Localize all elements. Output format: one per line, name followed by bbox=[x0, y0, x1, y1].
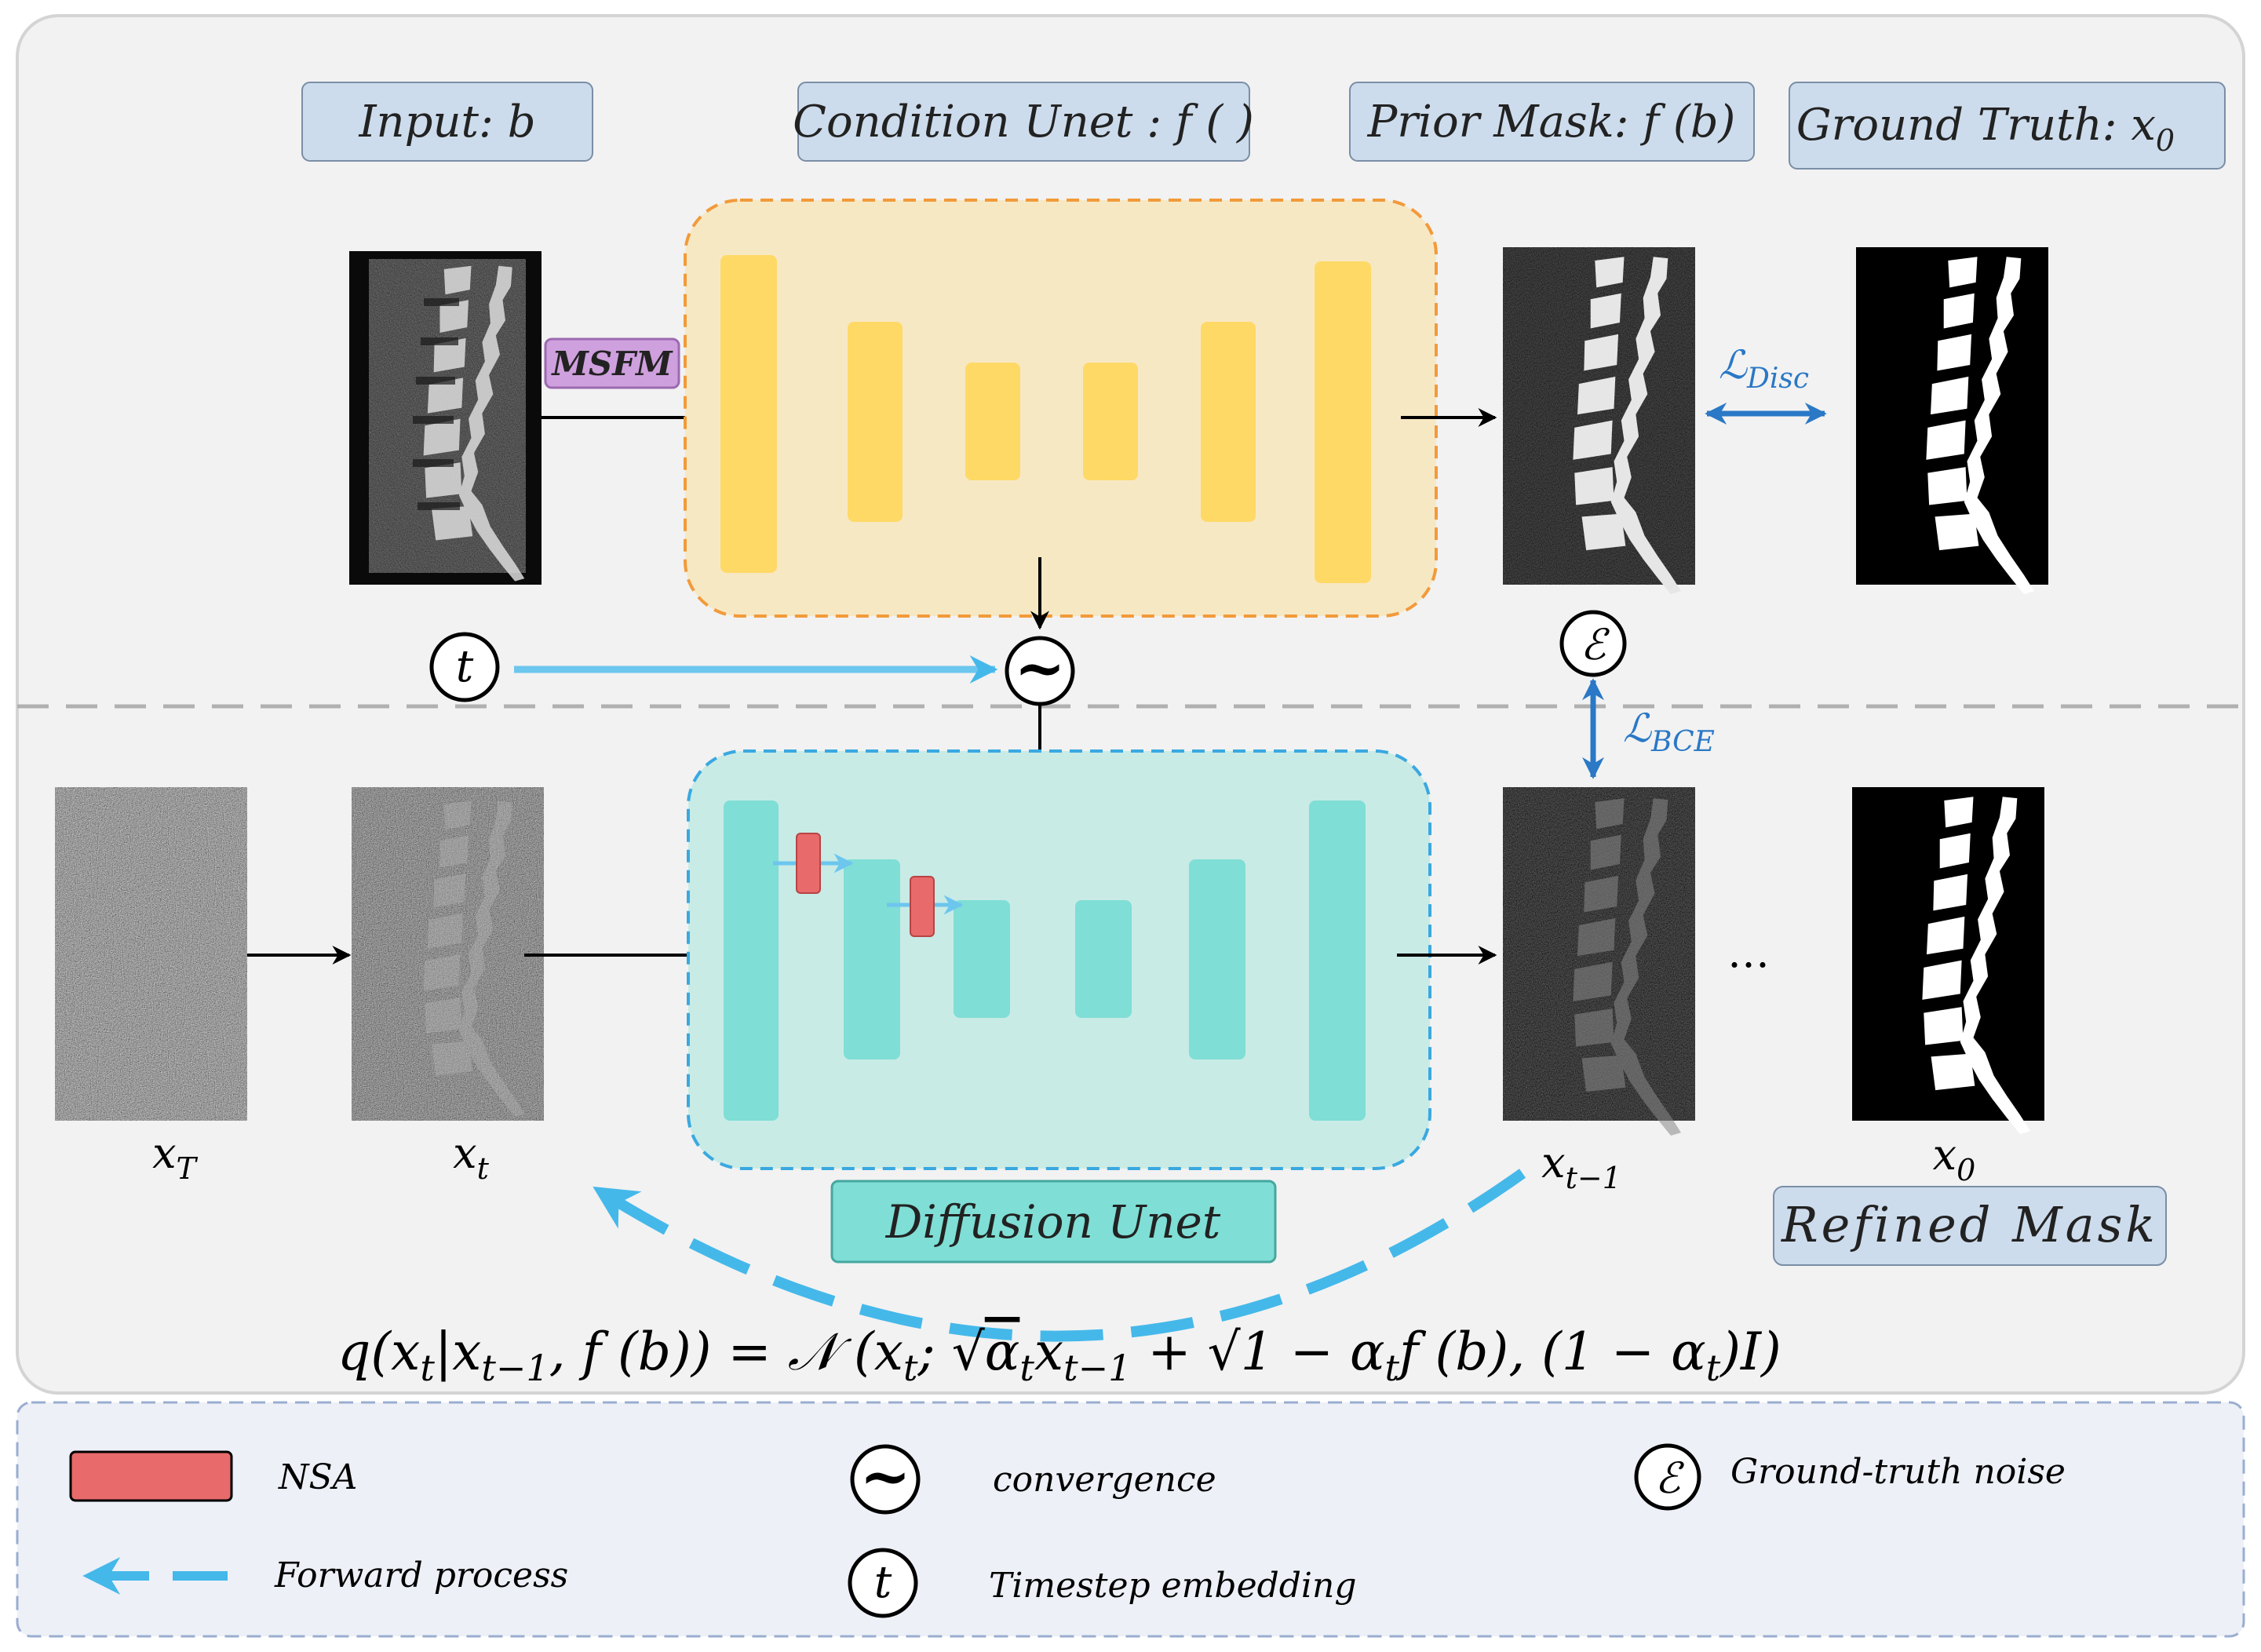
diffusion-unet-label-box bbox=[830, 1180, 1277, 1264]
cond-block-6 bbox=[1315, 261, 1371, 583]
legend-noise-icon bbox=[1634, 1443, 1701, 1511]
timestep-icon bbox=[429, 632, 500, 702]
condition-unet-label: Condition Unet : f ( ) bbox=[793, 97, 1254, 148]
xt-noisy-image bbox=[352, 787, 544, 1121]
cond-block-4 bbox=[1083, 363, 1138, 480]
bce-loss-label: ℒBCE bbox=[1623, 706, 1715, 758]
forward-process-arrow bbox=[593, 1169, 1526, 1342]
ground-truth-label-box bbox=[1789, 82, 2226, 170]
convergence-symbol: ~ bbox=[1014, 633, 1065, 704]
xt-label: xt bbox=[453, 1129, 489, 1186]
ground-truth-label: Ground Truth: x0 bbox=[1796, 100, 2175, 158]
input-mri-image bbox=[349, 251, 542, 585]
refined-mask-label-box bbox=[1773, 1186, 2167, 1266]
cond-block-1 bbox=[720, 255, 777, 573]
xt1-label: xt−1 bbox=[1541, 1138, 1621, 1195]
prior-mask-label-box bbox=[1349, 82, 1755, 162]
prior-mask-image bbox=[1503, 247, 1695, 594]
diff-block-6 bbox=[1309, 800, 1366, 1121]
cond-block-3 bbox=[965, 363, 1020, 480]
ellipsis: … bbox=[1727, 928, 1770, 977]
condition-unet-blocks bbox=[720, 255, 1371, 583]
condition-unet-label-box bbox=[797, 82, 1250, 162]
xT-label: xT bbox=[152, 1129, 198, 1186]
disc-loss-label: ℒDisc bbox=[1719, 342, 1809, 395]
ground-truth-image bbox=[1856, 247, 2048, 594]
legend-timestep-icon bbox=[848, 1548, 918, 1618]
diff-block-3 bbox=[954, 900, 1010, 1018]
refined-mask-image bbox=[1852, 787, 2044, 1134]
nsa-block-1 bbox=[796, 833, 821, 894]
legend-convergence-label: convergence bbox=[993, 1460, 1216, 1500]
timestep-symbol: t bbox=[456, 641, 474, 692]
legend-forward-label: Forward process bbox=[274, 1555, 568, 1595]
xt1-image bbox=[1503, 787, 1695, 1136]
msfm-label: MSFM bbox=[550, 345, 673, 383]
legend-timestep-label: Timestep embedding bbox=[989, 1566, 1357, 1606]
diff-block-2 bbox=[844, 859, 900, 1059]
nsa-block-2 bbox=[910, 876, 935, 937]
diffusion-unet-blocks bbox=[724, 800, 1366, 1121]
input-label-box bbox=[301, 82, 593, 162]
legend-nsa-swatch bbox=[69, 1450, 233, 1502]
legend-noise-label: Ground-truth noise bbox=[1730, 1452, 2066, 1492]
diff-block-1 bbox=[724, 800, 779, 1121]
refined-mask-label: Refined Mask bbox=[1781, 1196, 2158, 1253]
diff-block-4 bbox=[1075, 900, 1132, 1018]
cond-block-2 bbox=[848, 322, 903, 522]
legend-nsa-label: NSA bbox=[278, 1457, 357, 1497]
input-label: Input: b bbox=[358, 97, 535, 148]
legend-convergence-symbol: ~ bbox=[859, 1441, 910, 1512]
msfm-box bbox=[544, 337, 680, 389]
legend-timestep-symbol: t bbox=[874, 1557, 892, 1608]
epsilon-symbol: ℰ bbox=[1581, 620, 1610, 669]
ground-truth-noise-icon bbox=[1559, 610, 1627, 677]
diffusion-unet-label: Diffusion Unet bbox=[885, 1195, 1221, 1249]
legend-noise-symbol: ℰ bbox=[1655, 1453, 1685, 1503]
prior-mask-label: Prior Mask: f (b) bbox=[1367, 97, 1736, 148]
convergence-icon bbox=[1005, 636, 1075, 706]
legend-convergence-icon bbox=[850, 1444, 921, 1515]
cond-block-5 bbox=[1201, 322, 1256, 522]
xT-noise-image bbox=[55, 787, 247, 1121]
diff-block-5 bbox=[1189, 859, 1245, 1059]
x0-label: x0 bbox=[1933, 1130, 1976, 1187]
diffusion-formula: q(xt|xt−1, f (b)) = 𝒩 (xt; √αtxt−1 + √1 … bbox=[337, 1322, 1781, 1389]
diffusion-unet-container bbox=[687, 749, 1431, 1170]
